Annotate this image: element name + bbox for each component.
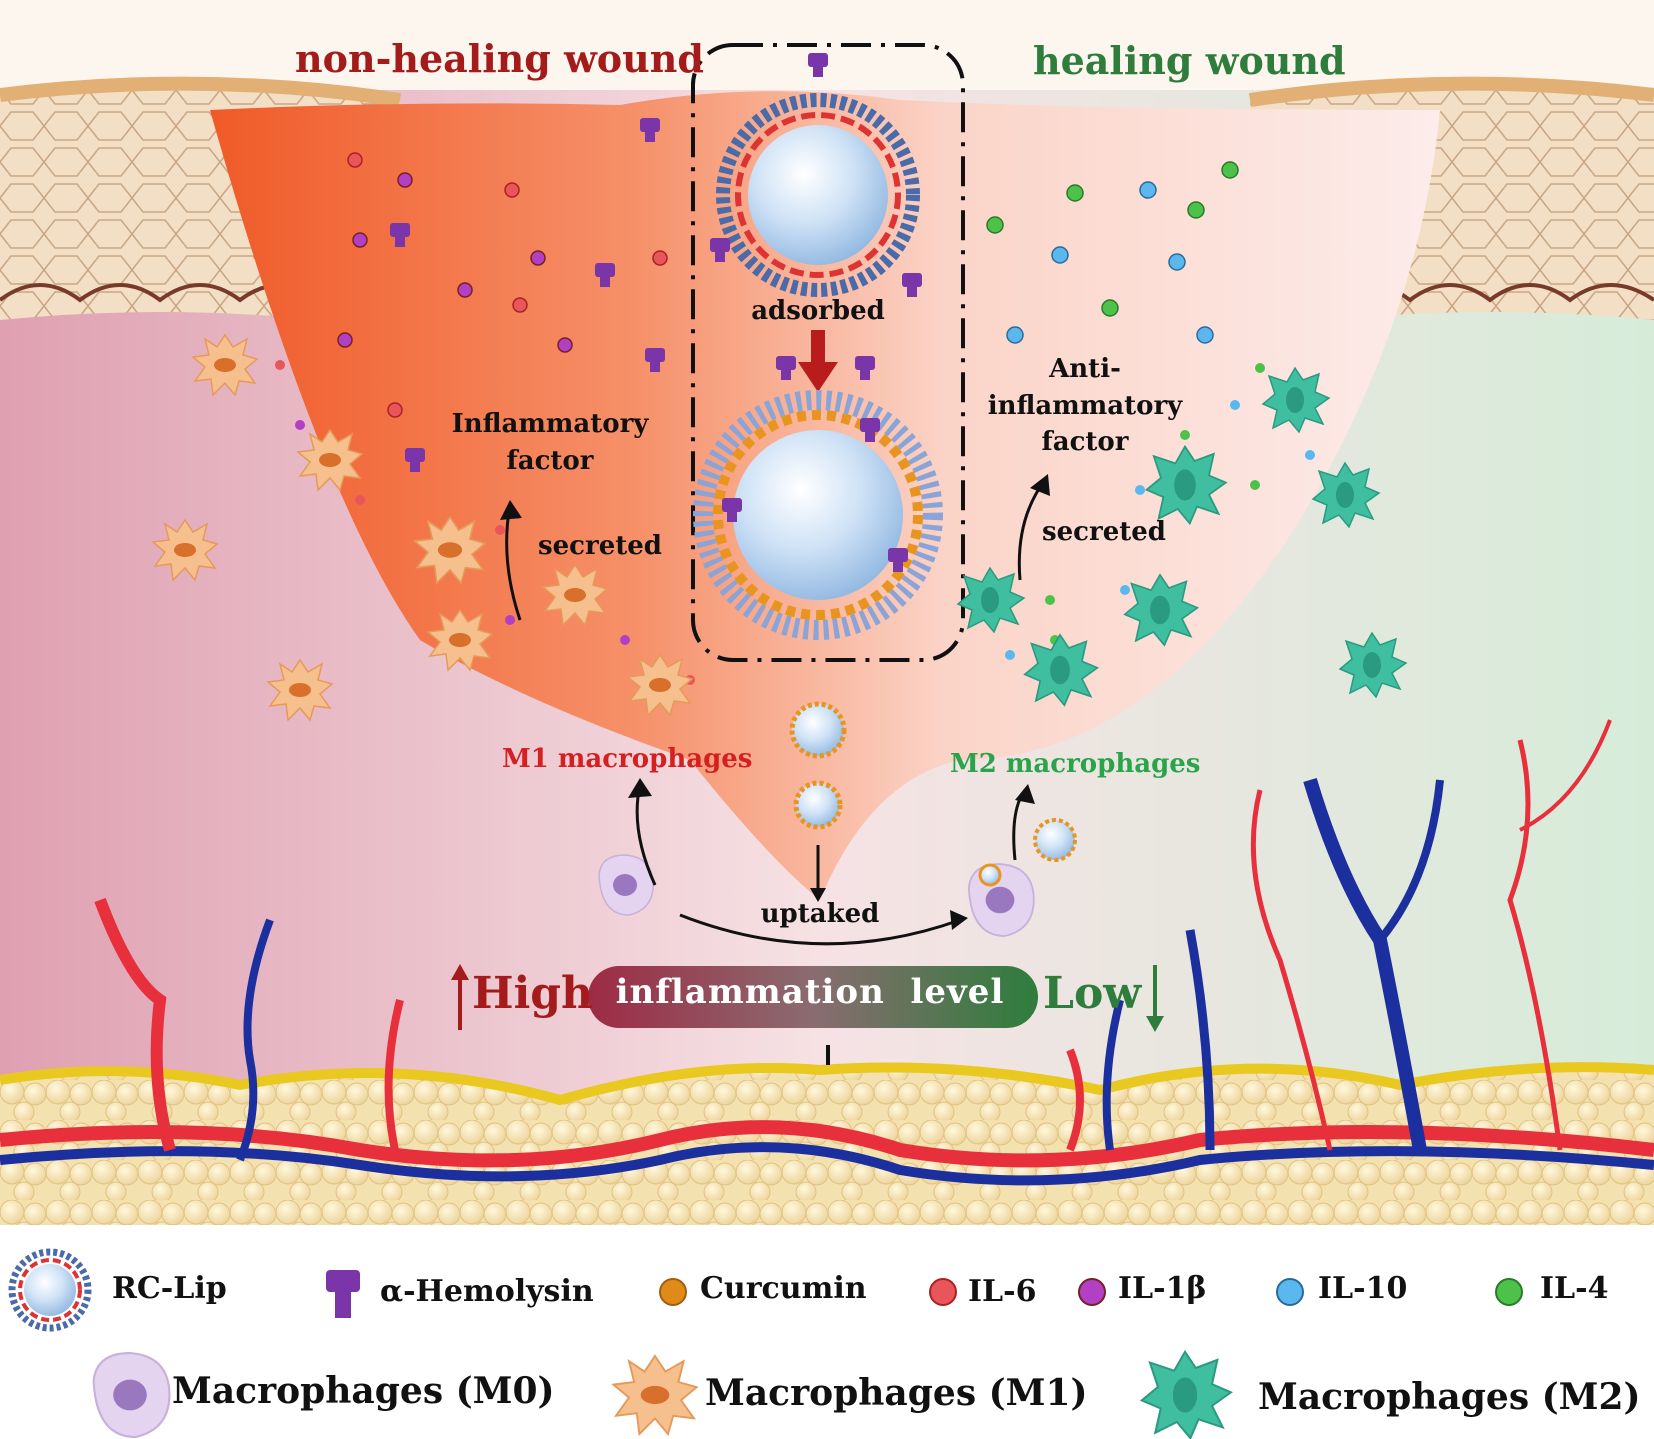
high-label: High [472, 968, 594, 1019]
inflammatory-cytokines [275, 152, 695, 685]
secreted-right-label: secreted [1042, 517, 1166, 547]
curcumin-legend-icon [659, 1278, 687, 1306]
inflammation-level-label: inflammation level [615, 972, 1005, 1012]
il4-legend-icon [1495, 1278, 1523, 1306]
inflammatory-factor-label: Inflammatory factor [440, 410, 660, 475]
legend-label-curcumin: Curcumin [700, 1271, 867, 1306]
alpha-hemolysin-legend-icon [326, 1270, 360, 1318]
legend-label-il1b: IL-1β [1118, 1271, 1207, 1306]
legend-label-m1: Macrophages (M1) [705, 1372, 1088, 1414]
legend-label-rc-lip: RC-Lip [112, 1271, 227, 1306]
il10-legend-icon [1276, 1278, 1304, 1306]
anti-inflammatory-factor-label: Anti- inflammatory factor [975, 355, 1195, 457]
inflammation-gradient-bar [588, 966, 1038, 1028]
low-label: Low [1043, 968, 1142, 1019]
rc-lip-top [716, 93, 920, 297]
anti-inflammatory-line1: Anti- [1049, 354, 1121, 384]
legend-label-hemolysin: α-Hemolysin [380, 1274, 594, 1309]
legend-label-il6: IL-6 [968, 1274, 1037, 1309]
legend-label-il10: IL-10 [1318, 1271, 1408, 1306]
rc-lip-bottom [693, 390, 943, 640]
adsorbed-label: adsorbed [751, 296, 885, 326]
rc-lip-legend-icon [8, 1248, 92, 1332]
title-healing: healing wound [1033, 38, 1346, 83]
legend-label-m0: Macrophages (M0) [172, 1370, 555, 1412]
anti-inflammatory-line2: inflammatory [987, 390, 1183, 421]
il1b-legend-icon [1078, 1278, 1106, 1306]
anti-inflammatory-line3: factor [1041, 427, 1129, 458]
inflammatory-factor-line1: Inflammatory [451, 409, 649, 439]
uptaked-label: uptaked [760, 899, 880, 929]
m1-macrophages-label: M1 macrophages [502, 744, 753, 774]
il6-legend-icon [929, 1278, 957, 1306]
inflammatory-factor-line2: factor [506, 445, 594, 476]
legend-label-il4: IL-4 [1540, 1271, 1609, 1306]
m2-macrophages-label: M2 macrophages [950, 749, 1201, 779]
secreted-left-label: secreted [538, 531, 662, 561]
legend-label-m2: Macrophages (M2) [1258, 1376, 1641, 1418]
title-non-healing: non-healing wound [295, 36, 704, 81]
